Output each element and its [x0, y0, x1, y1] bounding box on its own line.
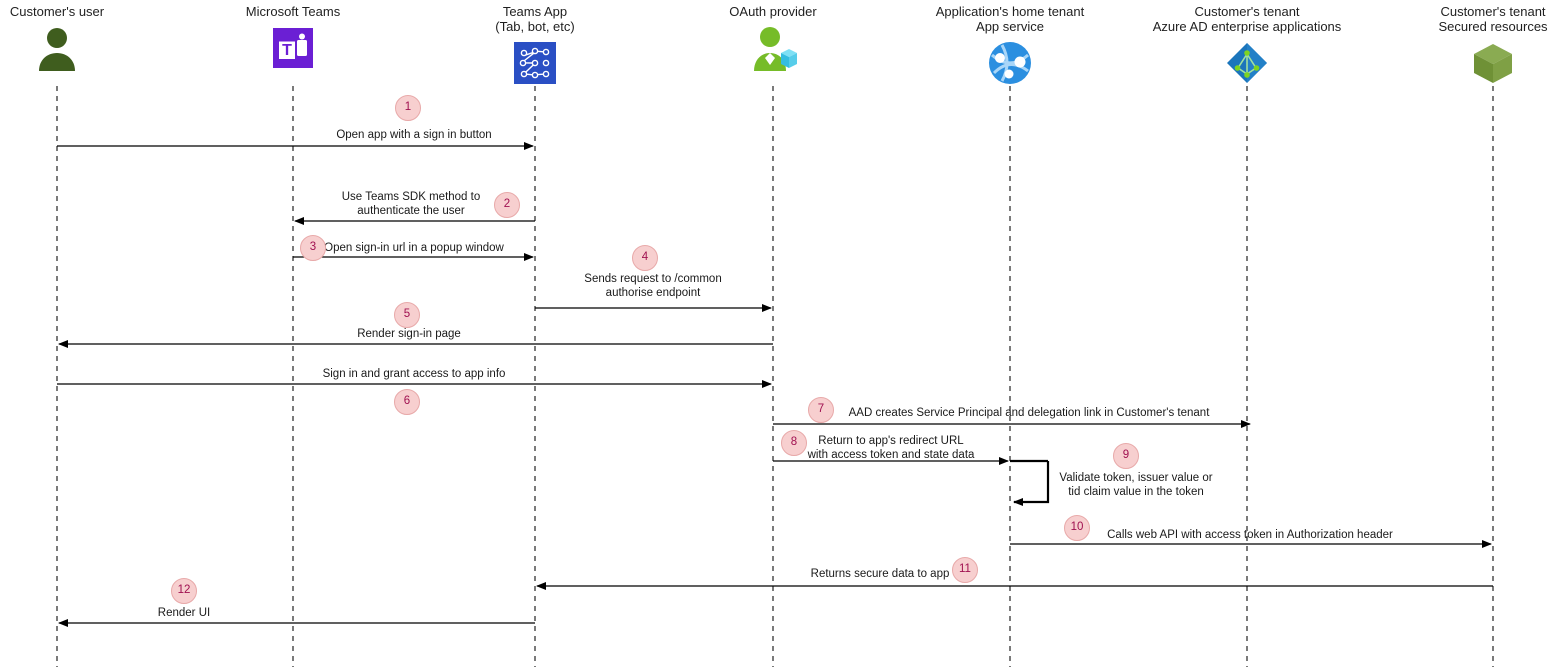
- secured-resources-icon: [1470, 40, 1516, 86]
- actor-label-user: Customer's user: [9, 4, 105, 19]
- step-badge-2: 2: [494, 192, 520, 218]
- actor-resources: Customer's tenant Secured resources: [1343, 4, 1554, 86]
- lifelines-group: [56, 86, 1494, 667]
- oauth-provider-icon: [750, 25, 797, 71]
- step-badge-7: 7: [808, 397, 834, 423]
- actor-teamsapp: Teams App (Tab, bot, etc): [385, 4, 685, 86]
- person-user-icon: [34, 25, 80, 71]
- actor-label-teams: Microsoft Teams: [245, 4, 341, 19]
- message-arrows-group: [57, 142, 1493, 627]
- step-badge-3: 3: [300, 235, 326, 261]
- actor-oauth: OAuth provider: [623, 4, 923, 71]
- step-badge-9: 9: [1113, 443, 1139, 469]
- self-message-arrow-9: [1013, 461, 1050, 506]
- step-badge-5: 5: [394, 302, 420, 328]
- actor-appservice: Application's home tenant App service: [860, 4, 1160, 86]
- actor-aad: Customer's tenant Azure AD enterprise ap…: [1097, 4, 1397, 86]
- azure-ad-icon: [1224, 40, 1270, 86]
- actor-label-aad: Customer's tenant Azure AD enterprise ap…: [1152, 4, 1342, 34]
- actor-label-appservice: Application's home tenant App service: [935, 4, 1085, 34]
- step-badge-6: 6: [394, 389, 420, 415]
- actor-label-resources: Customer's tenant Secured resources: [1438, 4, 1548, 34]
- app-service-icon: [987, 40, 1033, 86]
- step-badge-10: 10: [1064, 515, 1090, 541]
- actor-label-oauth: OAuth provider: [729, 4, 817, 19]
- teams-app-icon: [512, 40, 558, 86]
- actor-user: Customer's user: [0, 4, 207, 71]
- svg-text:T: T: [282, 42, 292, 59]
- actor-label-teamsapp: Teams App (Tab, bot, etc): [495, 4, 575, 34]
- step-badge-4: 4: [632, 245, 658, 271]
- microsoft-teams-icon: T: [270, 25, 316, 71]
- step-badge-12: 12: [171, 578, 197, 604]
- actor-teams: Microsoft Teams T: [143, 4, 443, 71]
- step-badge-11: 11: [952, 557, 978, 583]
- step-badge-8: 8: [781, 430, 807, 456]
- step-badge-1: 1: [395, 95, 421, 121]
